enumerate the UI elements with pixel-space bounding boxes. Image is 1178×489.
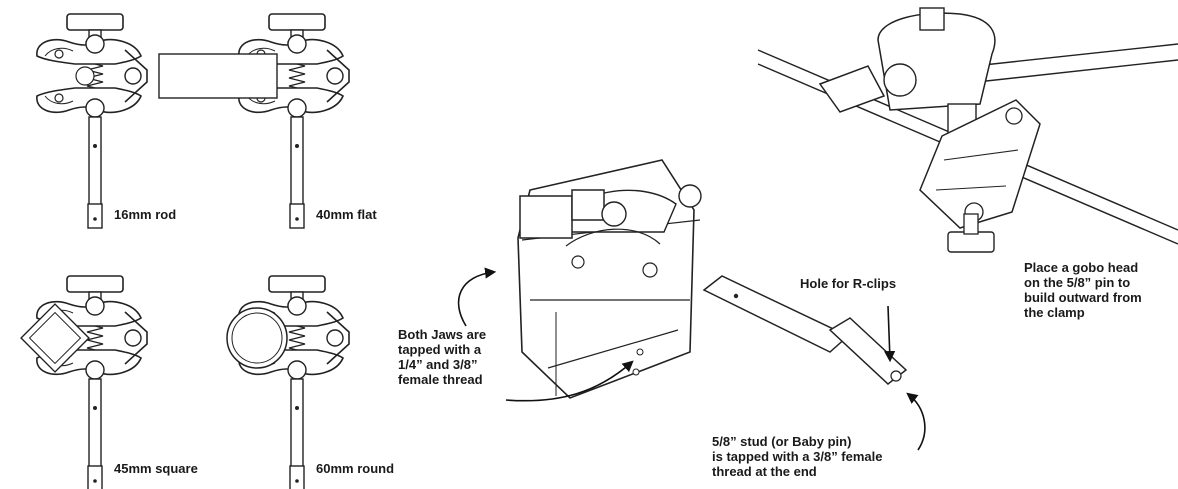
clamp-view-60mm-round (226, 275, 350, 489)
stud-callout-line: is tapped with a 3/8” female (712, 449, 883, 464)
caption-40mm-flat: 40mm flat (316, 207, 377, 222)
clamp-view-40mm-flat (158, 13, 350, 229)
r-clips-callout: Hole for R-clips (800, 276, 897, 291)
gobo-callout-line: on the 5/8” pin to (1024, 275, 1131, 290)
gobo-callout-line: the clamp (1024, 305, 1085, 320)
gobo-callout: Place a gobo head on the 5/8” pin to bui… (1024, 260, 1142, 320)
jaws-callout: Both Jaws are tapped with a 1/4” and 3/8… (398, 327, 486, 387)
r-clips-arrow (884, 305, 896, 363)
clamp-view-45mm-square (20, 275, 148, 489)
clamp-detail-view (517, 159, 908, 399)
stud-callout-line: 5/8” stud (or Baby pin) (712, 434, 852, 449)
caption-16mm-rod: 16mm rod (114, 207, 177, 222)
caption-45mm-square: 45mm square (114, 461, 198, 476)
jaws-arrow-bottom (505, 360, 634, 402)
gobo-callout-line: Place a gobo head (1024, 260, 1139, 275)
jaws-callout-line: 1/4” and 3/8” (398, 357, 478, 372)
stud-callout: 5/8” stud (or Baby pin) is tapped with a… (712, 434, 883, 479)
caption-60mm-round: 60mm round (316, 461, 395, 476)
stud-arrow (906, 392, 926, 451)
jaws-callout-line: tapped with a (398, 342, 482, 357)
mounted-assembly (757, 7, 1178, 253)
jaws-callout-line: female thread (398, 372, 483, 387)
jaws-callout-line: Both Jaws are (398, 327, 487, 342)
jaws-arrow-top (457, 267, 497, 327)
stud-callout-line: thread at the end (712, 464, 817, 479)
clamp-view-16mm-rod (36, 13, 148, 229)
gobo-callout-line: build outward from (1024, 290, 1142, 305)
